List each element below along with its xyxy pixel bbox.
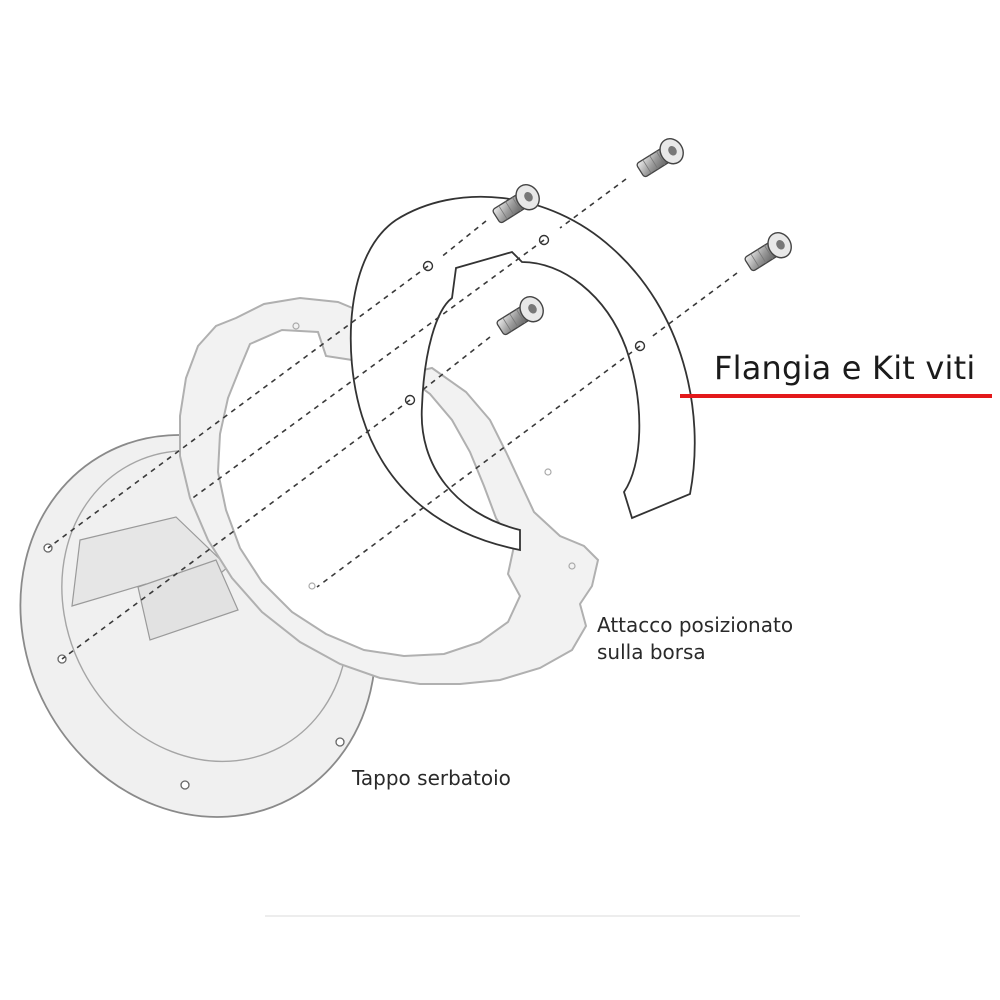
bag-attachment-ring <box>179 296 600 685</box>
screw <box>492 291 549 341</box>
screw <box>632 133 689 183</box>
attachment-label-line1: Attacco posizionato <box>597 613 794 637</box>
screw <box>740 227 797 277</box>
assembly-lines <box>47 178 738 660</box>
flange-kit-label: Flangia e Kit viti <box>714 349 976 387</box>
tank-cap-label: Tappo serbatoio <box>352 766 511 790</box>
attachment-label: Attacco posizionato sulla borsa <box>597 612 793 666</box>
attachment-label-line2: sulla borsa <box>597 640 706 664</box>
